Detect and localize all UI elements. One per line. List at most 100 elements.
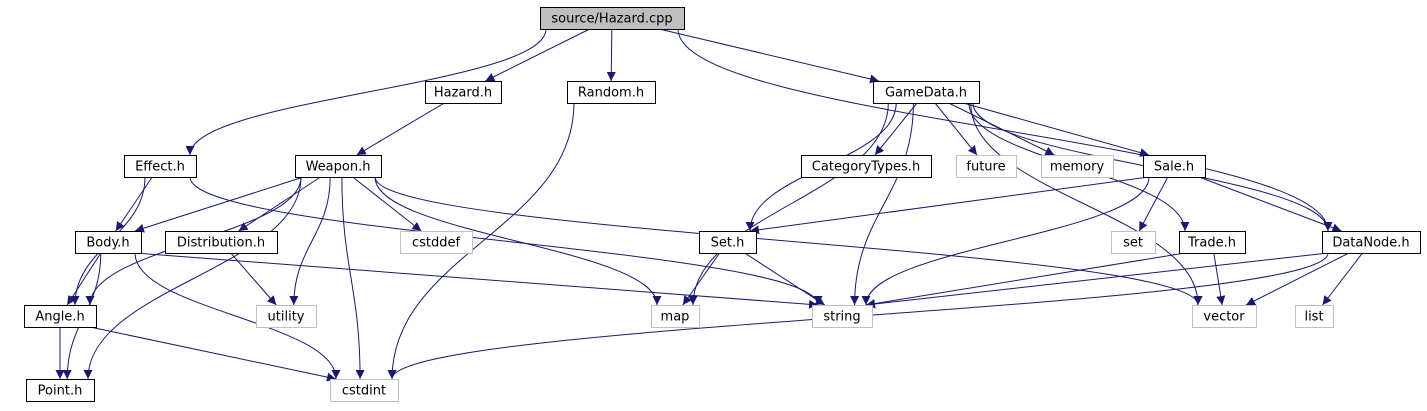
node-box	[256, 305, 317, 328]
node-label: Effect.h	[135, 160, 185, 175]
edge-set_h-to-string	[744, 252, 826, 306]
node-weapon-h[interactable]: Weapon.h	[295, 155, 382, 178]
node-label: utility	[268, 310, 305, 325]
node-set: set	[1111, 231, 1156, 254]
node-box	[567, 81, 656, 104]
node-label: Point.h	[38, 384, 83, 399]
node-box	[1192, 305, 1257, 328]
edge-body_h-to-angle_h	[66, 252, 102, 306]
edge-sale_h-to-set	[1138, 176, 1169, 232]
node-box	[330, 379, 399, 402]
node-label: Weapon.h	[306, 160, 371, 175]
node-label: DataNode.h	[1332, 236, 1409, 251]
node-label: map	[661, 310, 690, 325]
node-label: GameData.h	[885, 86, 967, 101]
node-label: vector	[1203, 310, 1245, 325]
edge-weapon_h-to-point_h	[83, 176, 302, 380]
node-box	[801, 155, 932, 178]
edge-random_h-to-cstdint	[387, 102, 575, 380]
node-label: source/Hazard.cpp	[551, 12, 672, 27]
edge-sale_h-to-set_h	[749, 176, 1150, 235]
node-box	[956, 155, 1017, 178]
node-random-h[interactable]: Random.h	[567, 81, 656, 104]
edge-weapon_h-to-cstddef	[352, 176, 422, 232]
edge-weapon_h-to-cstdint	[341, 176, 365, 380]
node-box	[400, 231, 473, 254]
node-distribution-h[interactable]: Distribution.h	[165, 231, 278, 254]
node-box	[295, 155, 382, 178]
node-label: Body.h	[86, 236, 129, 251]
node-box	[873, 81, 980, 104]
node-set-h[interactable]: Set.h	[699, 231, 757, 254]
edge-hazard_h-to-weapon_h	[356, 102, 445, 156]
edge-weapon_h-to-body_h	[134, 176, 304, 233]
node-label: Hazard.h	[434, 86, 492, 101]
edge-trade_h-to-string	[865, 252, 1186, 308]
node-label: Distribution.h	[177, 236, 265, 251]
node-vector: vector	[1192, 305, 1257, 328]
node-effect-h[interactable]: Effect.h	[124, 155, 197, 178]
edge-angle_h-to-cstdint	[89, 326, 337, 382]
edge-body_h-to-cstdint	[134, 252, 341, 380]
edge-body_h-to-string	[134, 252, 819, 309]
node-label: set	[1123, 236, 1143, 251]
edge-root-to-effect_h	[185, 28, 547, 156]
edge-gamedata_h-to-sale_h	[963, 102, 1150, 157]
node-string: string	[812, 305, 873, 328]
node-label: cstdint	[342, 384, 386, 399]
node-box	[651, 305, 700, 328]
node-categorytypes-h[interactable]: CategoryTypes.h	[801, 155, 932, 178]
node-label: string	[823, 310, 860, 325]
node-box	[1111, 231, 1156, 254]
node-label: CategoryTypes.h	[812, 160, 920, 175]
node-memory: memory	[1041, 155, 1114, 178]
node-box	[1322, 231, 1421, 254]
dependency-edges	[55, 28, 1363, 382]
node-box	[1295, 305, 1334, 328]
node-list: list	[1295, 305, 1334, 328]
edge-effect_h-to-string	[189, 176, 823, 306]
node-datanode-h[interactable]: DataNode.h	[1322, 231, 1421, 254]
edge-distribution_h-to-utility	[230, 252, 277, 306]
node-sale-h[interactable]: Sale.h	[1143, 155, 1206, 178]
node-label: Angle.h	[35, 310, 84, 325]
node-trade-h[interactable]: Trade.h	[1179, 231, 1246, 254]
node-box	[165, 231, 278, 254]
node-label: Random.h	[578, 86, 644, 101]
node-box	[24, 305, 97, 328]
edge-gamedata_h-to-vector	[970, 102, 1203, 306]
edge-set_h-to-map	[682, 252, 721, 306]
node-box	[540, 7, 685, 30]
node-point-h[interactable]: Point.h	[26, 379, 95, 402]
node-label: memory	[1050, 160, 1105, 175]
node-label: future	[966, 160, 1005, 175]
node-map: map	[651, 305, 700, 328]
edge-weapon_h-to-map	[374, 176, 662, 306]
edge-weapon_h-to-utility	[289, 176, 331, 306]
node-box	[425, 81, 502, 104]
node-gamedata-h[interactable]: GameData.h	[873, 81, 980, 104]
node-label: cstddef	[412, 236, 461, 251]
edge-datanode_h-to-vector	[1245, 252, 1350, 306]
edge-root-to-gamedata_h	[658, 28, 880, 84]
node-root[interactable]: source/Hazard.cpp	[540, 7, 685, 30]
node-box	[75, 231, 142, 254]
node-label: Set.h	[711, 236, 745, 251]
node-hazard-h[interactable]: Hazard.h	[425, 81, 502, 104]
edge-weapon_h-to-vector	[374, 176, 1203, 306]
node-future: future	[956, 155, 1017, 178]
edge-datanode_h-to-list	[1322, 252, 1363, 306]
edge-sale_h-to-string	[861, 176, 1150, 306]
node-box	[124, 155, 197, 178]
edge-root-to-random_h	[606, 28, 616, 82]
node-utility: utility	[256, 305, 317, 328]
edge-gamedata_h-to-map	[688, 102, 889, 306]
node-body-h[interactable]: Body.h	[75, 231, 142, 254]
node-angle-h[interactable]: Angle.h	[24, 305, 97, 328]
edge-root-to-hazard_h	[485, 28, 590, 82]
node-cstddef: cstddef	[400, 231, 473, 254]
node-box	[1179, 231, 1246, 254]
edge-effect_h-to-body_h	[115, 176, 153, 232]
